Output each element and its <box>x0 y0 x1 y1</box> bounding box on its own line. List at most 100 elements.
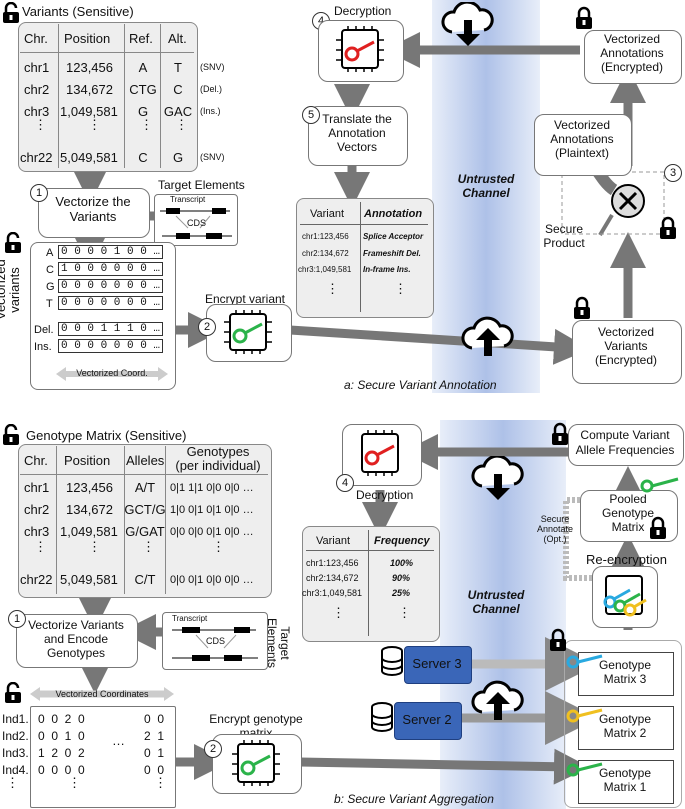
vectorized-annotations-plaintext-label: Vectorized Annotations (Plaintext) <box>550 118 614 160</box>
vectorize-encode-label: Vectorize Variants and Encode Genotypes <box>28 618 124 660</box>
result-frequency: 100% <box>390 558 414 568</box>
ellipsis: ⋮ <box>68 775 81 790</box>
vectorize-variants-box <box>38 188 150 238</box>
row-ref: A <box>138 60 148 75</box>
ellipsis: ⋮ <box>394 281 407 296</box>
ind-end: 2 1 <box>144 729 165 743</box>
row-alt: C <box>173 82 183 97</box>
genotype-matrix-title: Genotype Matrix (Sensitive) <box>26 428 187 443</box>
ellipsis: ⋮ <box>154 775 167 790</box>
ind-end: 0 0 <box>144 712 165 726</box>
cds-label: CDS <box>206 636 226 646</box>
row-type: (SNV) <box>200 62 225 72</box>
lock-icon <box>648 516 668 545</box>
pooled-genotype-label: Pooled Genotype Matrix <box>601 492 655 534</box>
ellipsis: ⋮ <box>34 117 47 132</box>
transcript-glyph <box>160 208 232 239</box>
col-variant: Variant <box>316 535 351 547</box>
row-genotypes: 0|1 1|1 0|0 0|0 … <box>170 482 254 494</box>
result-variant: chr2:134,672 <box>306 573 359 583</box>
unlock-icon <box>4 231 22 259</box>
result-annotation: In-frame Ins. <box>363 265 411 274</box>
row-pos: 1,049,581 <box>60 104 118 119</box>
row-ref: C <box>138 150 148 165</box>
decryption-label: Decryption <box>334 4 392 18</box>
row-pos: 134,672 <box>66 82 113 97</box>
compute-frequencies-label: Compute Variant Allele Frequencies <box>575 428 675 457</box>
key-icon-green <box>640 477 679 493</box>
lock-icon <box>550 422 570 451</box>
vec-key: T <box>46 298 53 310</box>
col-annotation: Annotation <box>364 208 423 220</box>
vec-val: 0 0 0 0 0 0 0 … <box>58 339 164 353</box>
row-chr: chr22 <box>20 150 53 165</box>
ind-end: 0 0 <box>144 763 165 777</box>
genotype-matrix-3-label: Genotype Matrix 3 <box>598 658 652 686</box>
cloud-download-icon <box>471 456 524 500</box>
unlock-icon <box>4 681 22 709</box>
server-2-box <box>394 702 462 740</box>
ellipsis: ⋮ <box>140 117 153 132</box>
lock-icon <box>574 6 594 35</box>
ellipsis: ⋮ <box>6 775 19 790</box>
coord-arrow <box>56 367 168 381</box>
row-alt: GAC <box>163 104 193 119</box>
vectorized-variants-box <box>30 242 176 390</box>
untrusted-channel-label-a: Untrusted Channel <box>457 172 515 200</box>
row-pos: 1,049,581 <box>60 524 118 539</box>
vectorized-variants-encrypted-label: Vectorized Variants (Encrypted) <box>594 325 658 367</box>
ind-key: Ind1. <box>2 712 29 726</box>
secure-product-multiply-icon <box>610 183 646 224</box>
target-elements-title: Target Elements <box>158 178 245 192</box>
vectorized-variants-label: Vectorized variants <box>0 259 22 320</box>
lock-icon <box>658 216 678 245</box>
cloud-upload-icon <box>471 680 524 720</box>
col-alleles: Alleles <box>126 453 165 468</box>
result-variant: chr1:123,456 <box>306 558 359 568</box>
chip-key-icon <box>603 575 647 617</box>
row-alt: T <box>174 60 182 75</box>
col-chr: Chr. <box>24 453 48 468</box>
server-2-label: Server 2 <box>402 712 452 727</box>
row-chr: chr2 <box>24 82 50 97</box>
result-variant: chr3:1,049,581 <box>298 265 352 274</box>
vectorized-annotations-encrypted-label: Vectorized Annotations (Encrypted) <box>600 32 664 74</box>
row-genotypes: 1|0 0|1 0|1 0|0 … <box>170 504 254 516</box>
variants-table <box>18 22 198 172</box>
annotation-results-table <box>296 198 434 318</box>
caption-b: b: Secure Variant Aggregation <box>334 792 494 806</box>
vec-val: 0 0 0 1 1 1 0 … <box>58 322 164 336</box>
step-5-badge: 5 <box>302 106 320 124</box>
cloud-download-icon <box>441 2 494 46</box>
result-variant: chr2:134,672 <box>302 249 349 258</box>
chip-key-icon <box>361 430 399 476</box>
chip-key-icon <box>232 740 280 786</box>
row-chr: chr1 <box>24 480 50 495</box>
col-position: Position <box>64 31 111 46</box>
col-frequency: Frequency <box>374 535 430 547</box>
secure-product-label: Secure Product <box>543 222 585 250</box>
step-2-badge: 2 <box>204 740 222 758</box>
col-genotypes: Genotypes (per individual) <box>175 444 261 473</box>
row-ref: G <box>137 104 149 119</box>
row-chr: chr2 <box>24 502 50 517</box>
genotype-matrix-2-label: Genotype Matrix 2 <box>598 712 652 740</box>
ind-val: 0 0 2 0 <box>38 712 85 726</box>
vectorized-coord-label: Vectorized Coord. <box>76 368 148 378</box>
ind-end: 0 1 <box>144 746 165 760</box>
ind-val: 0 0 1 0 <box>38 729 85 743</box>
lock-icon <box>548 628 568 657</box>
ind-val: 0 0 0 0 <box>38 763 85 777</box>
row-type: (Del.) <box>200 84 222 94</box>
cloud-upload-icon <box>461 316 514 356</box>
row-ref: CTG <box>129 82 157 97</box>
ellipsis: ⋮ <box>332 605 345 620</box>
genotype-matrix-table <box>18 444 272 598</box>
variants-title: Variants (Sensitive) <box>22 4 134 19</box>
row-pos: 5,049,581 <box>60 572 118 587</box>
vec-key: Ins. <box>34 341 52 353</box>
ellipsis: ⋮ <box>398 605 411 620</box>
step-1-badge: 1 <box>30 184 48 202</box>
row-type: (SNV) <box>200 152 225 162</box>
col-chr: Chr. <box>24 31 48 46</box>
